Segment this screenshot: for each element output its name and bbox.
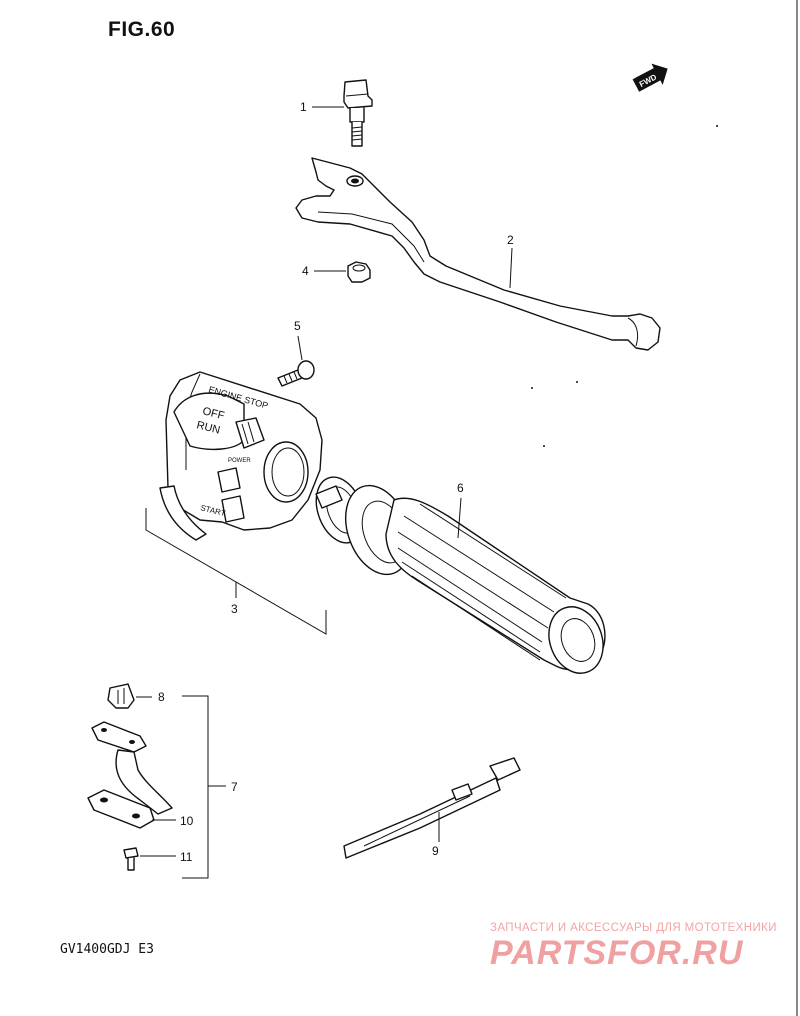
callout-6-number: 5 xyxy=(294,319,301,333)
power-label: POWER xyxy=(228,458,251,464)
callout-7: 7 xyxy=(182,695,238,879)
callout-8: 8 xyxy=(136,690,165,704)
callout-8-number: 8 xyxy=(158,690,165,704)
model-code: GV1400GDJ E3 xyxy=(60,942,154,957)
watermark-brand-logo: PARTSFOR.RU xyxy=(490,934,743,973)
callout-11: 9 xyxy=(432,812,440,858)
callout-3-number: 1 xyxy=(300,100,307,114)
lever-nut xyxy=(347,261,371,283)
callout-11-number: 9 xyxy=(432,844,439,858)
callout-1: 6 xyxy=(457,481,464,539)
wire-clamp-upper xyxy=(91,721,147,753)
pivot-bolt xyxy=(343,79,373,147)
handlebar-switch-housing: ENGINE STOP OFF RUN POWER START xyxy=(159,371,323,541)
handlebar-grip xyxy=(315,476,606,674)
callout-9: 10 xyxy=(152,814,194,828)
callout-10: 11 xyxy=(140,850,193,864)
callout-2: 2 xyxy=(507,233,514,289)
figure-title: FIG.60 xyxy=(108,18,176,41)
run-label: RUN xyxy=(195,419,221,436)
wire-strap xyxy=(343,757,521,859)
callout-3: 1 xyxy=(300,100,344,114)
clamp-screw xyxy=(123,847,139,871)
callout-9-number: 10 xyxy=(180,814,194,828)
callout-1-number: 6 xyxy=(457,481,464,495)
callout-4: 4 xyxy=(302,264,346,278)
off-label: OFF xyxy=(201,405,226,422)
callout-5-number: 3 xyxy=(231,602,238,616)
callout-5: 3 xyxy=(145,508,327,635)
callout-2-number: 2 xyxy=(507,233,514,247)
clutch-lever xyxy=(295,157,661,351)
watermark-brand: PARTSFOR.RU xyxy=(490,934,744,972)
forward-arrow-icon: FWD xyxy=(632,63,668,92)
switch-screw xyxy=(277,360,315,387)
callout-4-number: 4 xyxy=(302,264,309,278)
callout-6: 5 xyxy=(294,319,303,361)
wire-harness xyxy=(115,749,173,815)
callout-10-number: 11 xyxy=(180,850,193,864)
wire-clip xyxy=(107,683,135,709)
watermark-tagline: ЗАПЧАСТИ И АКСЕССУАРЫ ДЛЯ МОТОТЕХНИКИ xyxy=(490,922,777,934)
callout-7-number: 7 xyxy=(231,780,238,794)
